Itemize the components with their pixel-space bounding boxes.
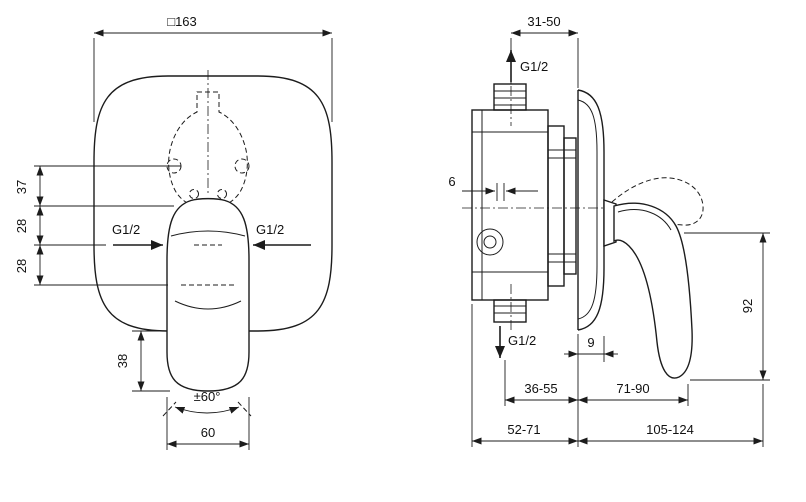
dim-plate-width-label: □163 bbox=[167, 14, 197, 29]
outlet-top-label: G1/2 bbox=[520, 59, 548, 74]
front-dim-left-stack: 37 28 28 bbox=[14, 165, 181, 286]
outlet-bottom-label: G1/2 bbox=[508, 333, 536, 348]
side-lever-alt-position bbox=[611, 177, 704, 239]
screw-right bbox=[217, 189, 227, 199]
bottom-outlet-fitting bbox=[493, 299, 527, 323]
dim-60-label: 60 bbox=[201, 425, 215, 440]
dim-28a-label: 28 bbox=[14, 219, 29, 233]
front-plate-outline bbox=[93, 75, 333, 332]
dim-38-label: 38 bbox=[115, 354, 130, 368]
inlet-left-label: G1/2 bbox=[112, 222, 140, 237]
dim-71-90-label: 71-90 bbox=[616, 381, 649, 396]
lever-inner-line bbox=[617, 209, 672, 231]
inlet-right-label: G1/2 bbox=[256, 222, 284, 237]
fixing-hole-right bbox=[234, 158, 250, 174]
side-dim-92: 92 bbox=[684, 232, 770, 381]
dim-105-124-label: 105-124 bbox=[646, 422, 694, 437]
cartridge-sleeve bbox=[563, 137, 577, 275]
side-outlet-bottom: G1/2 bbox=[495, 326, 536, 358]
side-dim-6: 6 bbox=[448, 174, 538, 201]
side-dim-bottom-rows: 36-55 71-90 52-71 105-124 bbox=[471, 304, 764, 447]
side-valve-body bbox=[462, 83, 620, 332]
side-dim-rough-in: 31-50 bbox=[510, 14, 579, 88]
side-dim-9: 9 bbox=[564, 335, 618, 362]
dim-52-71-label: 52-71 bbox=[507, 422, 540, 437]
side-outlet-top: G1/2 bbox=[506, 50, 548, 82]
top-outlet-fitting bbox=[493, 83, 527, 111]
dim-9-label: 9 bbox=[587, 335, 594, 350]
front-dim-handle-width: 60 bbox=[166, 397, 250, 450]
dim-31-50-label: 31-50 bbox=[527, 14, 560, 29]
dim-28b-label: 28 bbox=[14, 259, 29, 273]
front-handle-outline bbox=[166, 197, 250, 392]
side-view: 31-50 G1/2 6 G1/2 9 bbox=[448, 14, 770, 447]
front-view: □163 37 28 28 G1/2 G1/2 38 bbox=[14, 14, 333, 450]
front-hidden-body bbox=[166, 70, 250, 209]
side-lever bbox=[603, 199, 693, 379]
dim-36-55-label: 36-55 bbox=[524, 381, 557, 396]
front-inlet-callouts: G1/2 G1/2 bbox=[112, 222, 311, 250]
side-escutcheon bbox=[577, 89, 605, 331]
front-dim-plate-width: □163 bbox=[93, 14, 333, 122]
front-handle-seam-top bbox=[170, 230, 246, 237]
dim-6-label: 6 bbox=[448, 174, 455, 189]
lever-sleeve bbox=[603, 199, 617, 247]
body-port-inner bbox=[483, 235, 497, 249]
swing-angle-label: ±60° bbox=[194, 389, 221, 404]
front-dim-handle-drop: 38 bbox=[115, 330, 170, 392]
screw-left bbox=[189, 189, 199, 199]
front-swing-angle: ±60° bbox=[162, 389, 252, 417]
lever-outline bbox=[613, 202, 693, 379]
dim-37-label: 37 bbox=[14, 180, 29, 194]
body-port-outer bbox=[476, 228, 504, 256]
dim-92-label: 92 bbox=[740, 299, 755, 313]
front-handle-seam-bottom bbox=[174, 300, 242, 310]
